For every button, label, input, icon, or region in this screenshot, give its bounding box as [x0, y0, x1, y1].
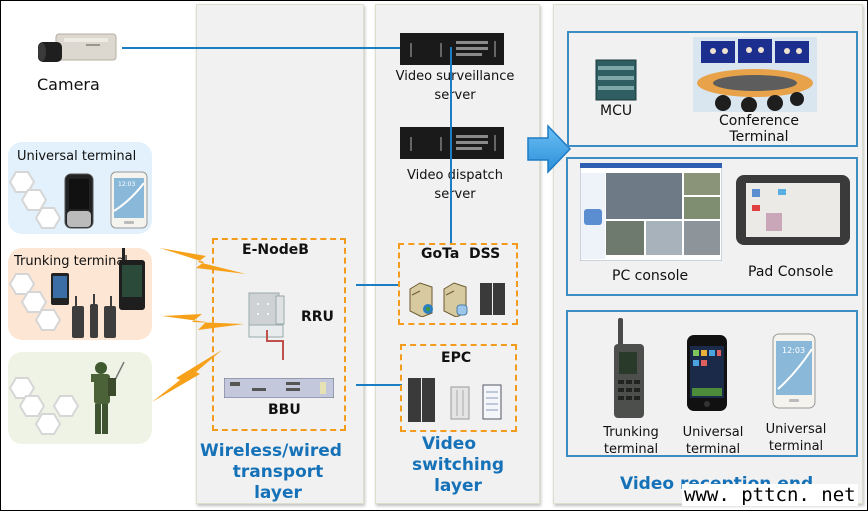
- iphone-icon: [687, 335, 727, 411]
- server-vertical-link: [450, 47, 452, 243]
- label-line: Video dispatch: [407, 168, 503, 183]
- switching-layer-panel: [375, 4, 540, 504]
- storage-cabinet-icon: [482, 384, 502, 420]
- hexagon-pattern-icon: [8, 377, 80, 435]
- bbu-icon: [224, 378, 334, 398]
- video-dispatch-server-icon: [400, 127, 504, 159]
- trunking-phone-icon: [51, 273, 69, 305]
- enodeb-label: E-NodeB: [242, 242, 309, 258]
- camera-label: Camera: [37, 75, 100, 94]
- wireless-signal-icon: [162, 314, 244, 330]
- conference-group: [567, 31, 858, 147]
- bbu-epc-link: [356, 384, 402, 386]
- bbu-label: BBU: [268, 402, 301, 418]
- cabinet-icon: [450, 386, 470, 420]
- rru-label: RRU: [301, 309, 334, 325]
- forward-arrow-icon: [527, 124, 572, 174]
- switching-layer-title: Video switching layer: [408, 434, 508, 497]
- enodeb-group: [212, 238, 346, 431]
- trunking-terminal-device-icon: [614, 318, 644, 418]
- trunking-terminal-label: Trunking terminal: [14, 254, 128, 269]
- title-line: layer: [434, 476, 482, 496]
- android-phone-icon: 12:03: [772, 333, 816, 409]
- wireless-signal-icon: [160, 248, 246, 274]
- gota-dss-label: GoTa DSS: [421, 246, 501, 262]
- video-surveillance-server-label: Video surveillance server: [385, 68, 525, 104]
- enodeb-dss-link: [356, 284, 400, 286]
- video-surveillance-server-icon: [400, 33, 504, 65]
- label-line: Conference: [718, 113, 799, 129]
- device-label-trunking: Trunking terminal: [596, 424, 666, 458]
- pad-console-icon: [736, 175, 850, 245]
- phone-icon: [64, 173, 94, 229]
- label-line: Universal: [682, 425, 744, 440]
- watermark: www. pttcn. net: [682, 484, 858, 506]
- label-line: server: [434, 88, 476, 103]
- hexagon-pattern-icon: [8, 171, 62, 229]
- rugged-smartphone-icon: [119, 248, 145, 310]
- conference-terminal-label: Conference Terminal: [704, 113, 814, 145]
- label-line: Terminal: [729, 129, 789, 145]
- rru-bbu-cable: [266, 330, 268, 342]
- database-server-icon: [443, 282, 468, 317]
- hexagon-pattern-icon: [8, 273, 62, 331]
- svg-text:12:03: 12:03: [118, 181, 135, 188]
- epc-group: [400, 344, 517, 432]
- transport-layer-title: Wireless/wired transport layer: [198, 441, 344, 504]
- device-label-universal: Universal terminal: [676, 424, 750, 458]
- pc-console-screenshot-icon: [580, 163, 722, 261]
- conference-terminal-icon: [693, 37, 817, 112]
- mcu-icon: [595, 59, 637, 101]
- rru-icon: [248, 292, 285, 338]
- soldier-icon: [91, 361, 125, 434]
- web-server-icon: [409, 282, 433, 317]
- camera-link-line: [122, 47, 402, 49]
- svg-text:12:03: 12:03: [782, 346, 805, 355]
- smartphone-icon: 12:03: [110, 171, 148, 229]
- camera-icon: [38, 33, 117, 62]
- title-line: layer: [254, 483, 302, 503]
- rru-bbu-cable: [282, 340, 284, 360]
- mcu-label: MCU: [600, 103, 633, 119]
- epc-rack-icon: [408, 378, 435, 422]
- title-line: Wireless/wired: [200, 441, 342, 461]
- transport-layer-panel: [196, 4, 364, 504]
- epc-label: EPC: [441, 350, 472, 366]
- gota-dss-group: [398, 243, 518, 325]
- label-line: server: [434, 187, 476, 202]
- label-line: Trunking: [603, 425, 659, 440]
- wireless-signal-icon: [152, 350, 222, 402]
- label-line: terminal: [685, 442, 741, 457]
- label-line: terminal: [768, 439, 824, 454]
- mobile-devices-group: [566, 310, 858, 457]
- label-line: Universal: [765, 422, 827, 437]
- label-line: terminal: [603, 442, 659, 457]
- walkie-talkie-icon: [72, 294, 116, 338]
- device-label-universal-2: Universal terminal: [758, 421, 834, 455]
- pc-console-label: PC console: [612, 268, 689, 284]
- universal-terminal-label: Universal terminal: [17, 149, 137, 164]
- title-line: switching: [411, 455, 505, 475]
- label-line: Video surveillance: [395, 69, 515, 84]
- server-rack-icon: [480, 283, 505, 315]
- rru-bbu-cable: [266, 340, 284, 342]
- video-dispatch-server-label: Video dispatch server: [385, 167, 525, 203]
- pad-console-label: Pad Console: [748, 264, 834, 280]
- title-line: Video: [421, 434, 477, 454]
- title-line: transport: [232, 462, 324, 482]
- console-group: [566, 157, 858, 296]
